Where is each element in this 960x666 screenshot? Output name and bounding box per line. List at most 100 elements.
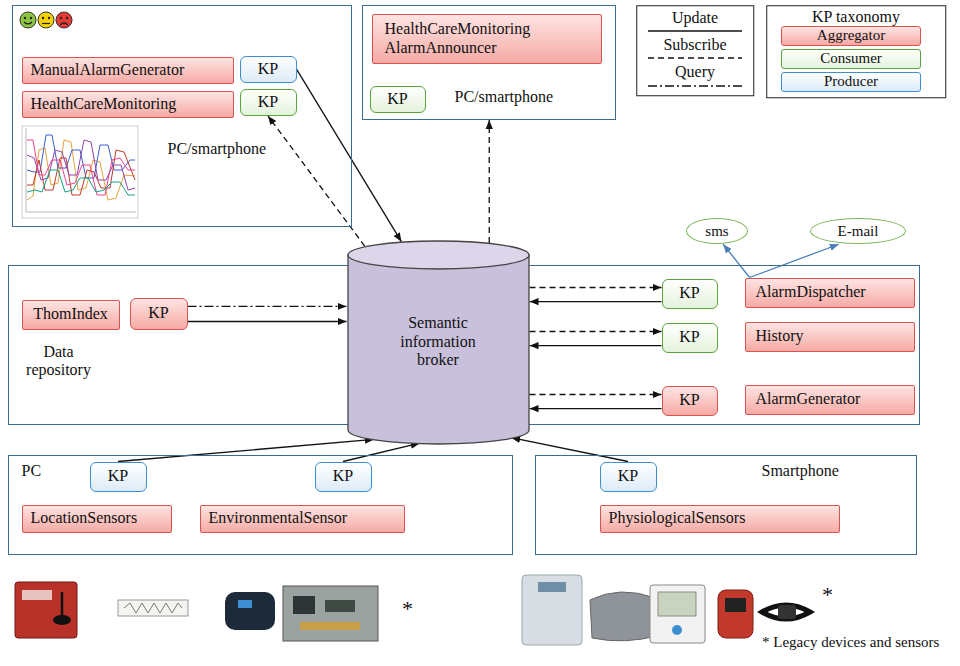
node-text: ManualAlarmGenerator xyxy=(31,61,185,79)
aggregator-box: ThomIndex xyxy=(22,300,120,330)
legacy-devices xyxy=(538,582,566,592)
panel-label-holder: Smartphone xyxy=(762,462,839,480)
node-text: E-mail xyxy=(838,223,879,240)
legacy-devices xyxy=(718,590,753,638)
note-label: KP taxonomy xyxy=(766,8,946,26)
aggregator-box: PhysiologicalSensors xyxy=(600,505,840,533)
channel-oval: sms xyxy=(686,218,748,244)
legend-text: Query xyxy=(636,63,754,81)
aggregator-box: ManualAlarmGenerator xyxy=(22,57,234,84)
aggregator-box: HealthCareMonitoring xyxy=(22,91,234,118)
legacy-devices xyxy=(124,603,182,613)
producer-kp: KP xyxy=(90,462,147,492)
node-text: HealthCareMonitoring xyxy=(31,95,177,113)
node-text: AlarmDispatcher xyxy=(756,283,866,301)
consumer-kp: KP xyxy=(662,279,718,309)
node-text: EnvironmentalSensor xyxy=(209,509,348,527)
legacy-devices xyxy=(650,585,705,643)
device-panel: KP PhysiologicalSensors Smartphone xyxy=(535,455,917,555)
mood-icons xyxy=(20,12,36,28)
connector xyxy=(530,287,662,288)
node-text: KP xyxy=(108,467,128,485)
node-text: KP xyxy=(679,328,699,346)
panel-label: PC/smartphone xyxy=(168,140,267,158)
node-text: HealthCareMonitoring AlarmAnnouncer xyxy=(385,20,589,57)
node-text: KP xyxy=(258,60,278,78)
node-text: KP xyxy=(333,467,353,485)
legacy-devices xyxy=(672,625,682,635)
connector xyxy=(188,306,347,307)
node-text: KP xyxy=(387,90,407,108)
legend-text: Update xyxy=(636,9,754,27)
aggregator-box: HealthCareMonitoring AlarmAnnouncer xyxy=(372,14,602,64)
legend-entry: Update xyxy=(636,9,754,27)
legacy-devices xyxy=(300,622,360,630)
trend-chart xyxy=(22,126,138,218)
connector xyxy=(750,244,839,277)
legend-frame xyxy=(767,6,946,98)
device-panel: ThomIndexKPSemantic information brokerKP… xyxy=(8,265,920,425)
mood-icons xyxy=(48,17,50,19)
legacy-devices xyxy=(522,575,582,645)
connector xyxy=(489,120,490,243)
cylinder-body xyxy=(348,255,529,444)
legend-swatch: Aggregator xyxy=(781,26,921,46)
aggregator-kp: KP xyxy=(662,386,718,416)
node-text: ThomIndex xyxy=(33,305,108,323)
mood-icons xyxy=(42,17,44,19)
device-panel: HealthCareMonitoring AlarmAnnouncerKP PC/… xyxy=(362,5,616,120)
legend-sample xyxy=(648,30,742,31)
connector xyxy=(530,345,662,346)
node-text: KP xyxy=(258,93,278,111)
legacy-devices xyxy=(778,605,796,619)
aggregator-box: AlarmGenerator xyxy=(745,385,915,415)
legacy-devices xyxy=(22,590,52,600)
legacy-devices xyxy=(762,605,810,619)
panel-label: PC/smartphone xyxy=(455,88,554,106)
label-holder: KP taxonomy xyxy=(766,8,946,26)
node-text: KP xyxy=(618,467,638,485)
mood-icons xyxy=(38,12,54,28)
connector xyxy=(188,321,347,322)
device-panel: KPLocationSensorsKPEnvironmentalSensorPC xyxy=(8,455,513,555)
panel-label-holder: PC/smartphone xyxy=(168,140,267,158)
legend-entry: Subscribe xyxy=(636,36,754,54)
legend-sample xyxy=(648,57,742,58)
note-label: * Legacy devices and sensors xyxy=(762,634,939,651)
legacy-devices xyxy=(61,592,64,615)
mood-icons xyxy=(24,17,26,19)
mood-icons xyxy=(60,17,62,19)
device-panel: ManualAlarmGeneratorKPHealthCareMonitori… xyxy=(12,5,352,227)
label-holder: * xyxy=(822,582,833,607)
label-holder: * Legacy devices and sensors xyxy=(762,634,939,651)
panel-label: PC xyxy=(22,462,42,480)
consumer-kp: KP xyxy=(240,89,297,116)
legacy-devices xyxy=(325,600,355,612)
consumer-kp: KP xyxy=(370,86,426,113)
cylinder-top xyxy=(348,241,529,269)
node-text: KP xyxy=(679,391,699,409)
legend-text: Aggregator xyxy=(817,27,885,44)
node-text: KP xyxy=(148,304,168,322)
node-text: History xyxy=(756,327,804,345)
connector xyxy=(723,244,749,277)
legacy-devices xyxy=(658,592,696,616)
trend-chart xyxy=(26,128,27,212)
producer-kp: KP xyxy=(315,462,372,492)
trend-chart xyxy=(27,140,135,195)
producer-kp: KP xyxy=(240,56,297,83)
legend-text: Subscribe xyxy=(636,36,754,54)
cylinder-text-holder: Semantic information broker xyxy=(382,314,494,369)
panel-label-holder: PC xyxy=(22,462,42,480)
trend-chart xyxy=(27,170,135,195)
producer-kp: KP xyxy=(600,462,657,492)
node-text: AlarmGenerator xyxy=(756,390,861,408)
node-text: PhysiologicalSensors xyxy=(609,509,746,527)
legacy-devices xyxy=(15,575,810,645)
legacy-devices xyxy=(15,582,77,638)
legend-frame xyxy=(637,6,754,96)
trend-chart xyxy=(22,126,138,218)
broker-cylinder: Semantic information broker xyxy=(347,240,530,445)
mood-icons xyxy=(24,22,32,24)
